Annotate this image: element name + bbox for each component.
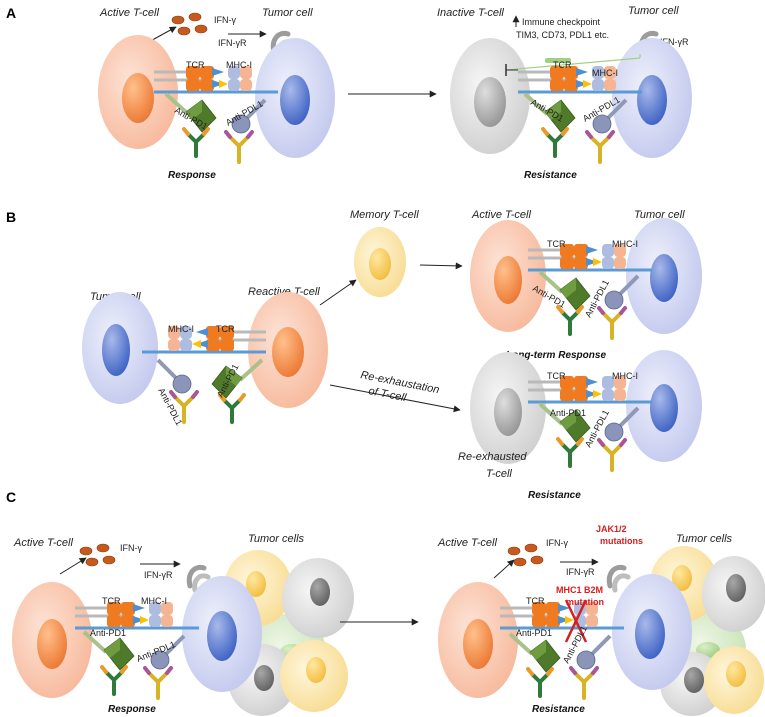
tumor-cells-label: Tumor cells (248, 533, 305, 545)
panel-label-b: B (6, 209, 16, 225)
tumor-nucleus-c2 (635, 609, 665, 659)
jak-mutation-label: JAK1/2 (596, 524, 627, 534)
caption-long-term-response: Long-term Response (506, 350, 606, 361)
memory-t-cell-label: Memory T-cell (350, 209, 419, 221)
t-cell-c-nucleus (37, 619, 67, 669)
caption-resistance-b: Resistance (528, 490, 581, 501)
ifn-arrow-c2 (493, 559, 515, 579)
ifn-gamma-label-c: IFN-γ (120, 543, 142, 553)
tumor-nucleus-b2 (650, 254, 678, 302)
anti-pd1-label-b3: Anti-PD1 (550, 408, 586, 418)
active-t-cell-label-c2: Active T-cell (437, 537, 497, 549)
panel-label-c: C (6, 489, 16, 505)
ifn-receptor-label-c2: IFN-γR (566, 567, 595, 577)
jak-mutation-label-2: mutations (600, 536, 643, 546)
ifn-receptor-label-c: IFN-γR (144, 570, 173, 580)
ifn-gamma-label: IFN-γ (214, 15, 236, 25)
tcr-label-b3: TCR (547, 371, 566, 381)
ifn-arrow-c (59, 557, 87, 575)
anti-pd1-label-c2: Anti-PD1 (516, 628, 552, 638)
reactive-t-cell-label: Reactive T-cell (248, 286, 320, 298)
active-t-cell-label-b: Active T-cell (471, 209, 531, 221)
tcr-label-c: TCR (102, 596, 121, 606)
ifn-gamma-icon-c2 (507, 543, 544, 567)
tumor-nucleus-c (207, 611, 237, 661)
mhc-mutation-label-2: mutation (566, 597, 604, 607)
ifn-receptor-icon-c2 (609, 567, 628, 590)
ifn-gamma-label-c2: IFN-γ (546, 538, 568, 548)
caption-response-c: Response (108, 704, 156, 715)
tcr-label-b2: TCR (547, 239, 566, 249)
t-cell-nucleus (122, 73, 154, 123)
tumor-cell-label: Tumor cell (262, 7, 313, 19)
tumor-nucleus-gray-c2a (726, 574, 746, 602)
active-t-cell-label-c: Active T-cell (13, 537, 73, 549)
tumor-nucleus-right (637, 75, 667, 125)
caption-resistance: Resistance (524, 170, 577, 181)
tumor-nucleus-yellow-2 (306, 657, 326, 683)
re-exhaustion-arrow (329, 384, 461, 413)
tumor-nucleus-yellow-c2 (672, 565, 692, 591)
tumor-cell-label-right: Tumor cell (628, 5, 679, 17)
tcr-mhc-synapse-c (73, 600, 201, 630)
inactive-t-cell-nucleus (474, 77, 506, 127)
immune-checkpoint-label: Immune checkpoint (522, 17, 601, 27)
tumor-nucleus-b3 (650, 384, 678, 432)
re-exhausted-t-cell-nucleus (494, 388, 522, 436)
tumor-nucleus-gray-c2b (684, 667, 704, 693)
mhc-label: MHC-I (226, 60, 252, 70)
tcr-label-b: TCR (216, 324, 235, 334)
memory-arrow (319, 279, 357, 306)
anti-pd1-icon-c (82, 630, 136, 696)
checkpoint-link (505, 54, 641, 71)
active-t-cell-label: Active T-cell (99, 7, 159, 19)
anti-pd1-icon (164, 92, 218, 158)
re-exhausted-t-cell-label: T-cell (486, 468, 512, 480)
panel-label-a: A (6, 5, 16, 21)
mhc-label-c: MHC-I (141, 596, 167, 606)
ifn-receptor-label: IFN-γR (218, 38, 247, 48)
tumor-nucleus-b (102, 324, 130, 376)
tumor-cells-label-c2: Tumor cells (676, 533, 733, 545)
mhc-tcr-synapse-b (140, 324, 268, 354)
tumor-cell-label-b2: Tumor cell (634, 209, 685, 221)
tumor-nucleus (280, 75, 310, 125)
checkpoint-list-label: TIM3, CD73, PDL1 etc. (516, 30, 609, 40)
ifn-gamma-icon-c (79, 543, 116, 567)
caption-resistance-c: Resistance (532, 704, 585, 715)
mhc-mutation-cross (564, 599, 588, 643)
tcr-label-right: TCR (553, 60, 572, 70)
reactive-t-cell-nucleus (272, 327, 304, 377)
ifn-gamma-icon (171, 12, 208, 36)
tcr-label: TCR (186, 60, 205, 70)
reactivation-arrow (419, 262, 463, 270)
inactive-t-cell-label: Inactive T-cell (437, 7, 504, 19)
tumor-nucleus-yellow-c2b (726, 661, 746, 687)
tumor-nucleus-yellow-1 (246, 571, 266, 597)
mhc-mutation-label: MHC1 B2M (556, 585, 603, 595)
mhc-label-right: MHC-I (592, 68, 618, 78)
mhc-label-b2: MHC-I (612, 239, 638, 249)
anti-pd1-icon-c2 (508, 632, 562, 698)
tcr-label-c2: TCR (526, 596, 545, 606)
re-exhausted-label: Re-exhausted (458, 451, 527, 463)
checkpoint-bar (545, 58, 571, 63)
memory-t-cell-nucleus (369, 248, 391, 280)
t-cell-c2-nucleus (463, 619, 493, 669)
tumor-nucleus-gray-1 (310, 578, 330, 606)
mhc-label-b3: MHC-I (612, 371, 638, 381)
active-t-cell-b-nucleus (494, 256, 522, 304)
mhc-label-b: MHC-I (168, 324, 194, 334)
tumor-nucleus-gray-2 (254, 665, 274, 691)
caption-response: Response (168, 170, 216, 181)
tcr-mhc-synapse-c2 (498, 600, 626, 630)
ifn-receptor-label-right: IFN-γR (660, 37, 689, 47)
anti-pd1-label-c: Anti-PD1 (90, 628, 126, 638)
